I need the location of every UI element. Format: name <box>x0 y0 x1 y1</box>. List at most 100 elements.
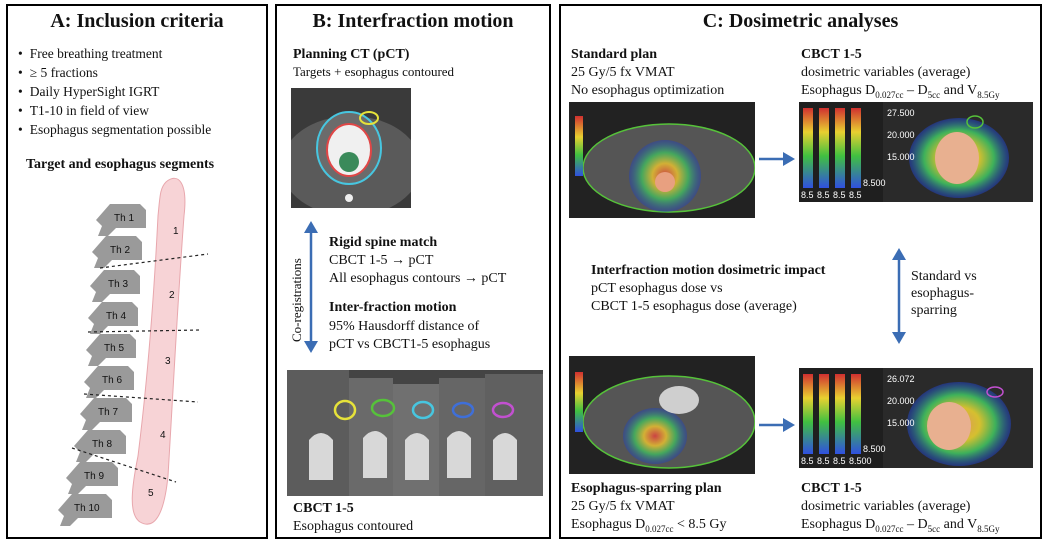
vertebra-label: Th 6 <box>102 375 122 386</box>
coreg-label: Co-registrations <box>289 258 304 342</box>
segments-title: Target and esophagus segments <box>26 157 215 172</box>
strip-value: 8.5 <box>801 456 814 466</box>
contour-cbct3 <box>411 400 435 420</box>
compare-double-arrow <box>892 248 906 344</box>
panel-a-title: A: Inclusion criteria <box>50 10 224 32</box>
sparing-plan-line-1: 25 Gy/5 fx VMAT <box>571 499 675 514</box>
arrow-right-bottom <box>759 418 795 432</box>
criteria-item: Esophagus segmentation possible <box>18 120 211 139</box>
cbct-bottom-title: CBCT 1-5 <box>801 481 862 496</box>
cbct-title: CBCT 1-5 <box>293 501 354 516</box>
cbct-bottom-metric: Esophagus D0.027cc – D5cc and V8.5Gy <box>801 517 1000 534</box>
panel-a: A: Inclusion criteria Free breathing tre… <box>6 4 268 539</box>
dose-strip <box>803 108 813 188</box>
panel-b-title: B: Interfraction motion <box>312 10 514 32</box>
segment-label: 3 <box>165 356 171 367</box>
vertebral-body <box>326 123 372 177</box>
dose-strip <box>851 108 861 188</box>
standard-plan-title: Standard plan <box>571 47 657 62</box>
legend-value: 20.000 <box>887 130 915 140</box>
vertebra-label: Th 7 <box>98 407 118 418</box>
rigid-spine-title: Rigid spine match <box>329 235 438 250</box>
vertebrae-column <box>58 204 146 526</box>
vertebra-label: Th 3 <box>108 279 128 290</box>
vertebra-shape <box>80 398 132 430</box>
strip-value: 8.5 <box>849 190 862 200</box>
motion-line-1: 95% Hausdorff distance of <box>329 319 480 334</box>
cbct-bottom-dose-image: 26.072 20.000 15.000 8.500 8.5 8.5 8.5 8… <box>799 368 1033 468</box>
strip-value: 8.5 <box>817 190 830 200</box>
vertebra-shape <box>88 302 138 334</box>
segment-divider <box>83 393 199 403</box>
panel-c: C: Dosimetric analyses Standard plan 25 … <box>559 4 1042 539</box>
dose-legend-bar <box>575 372 583 432</box>
segment-label: 4 <box>160 430 166 441</box>
rigid-line-1: CBCT 1-5 → pCT <box>329 253 434 268</box>
cbct-top-title: CBCT 1-5 <box>801 47 862 62</box>
vertebra-shape <box>84 366 134 398</box>
vertebra-label: Th 2 <box>110 245 130 256</box>
planning-ct-image <box>291 88 411 208</box>
standard-plan-dose-image <box>569 102 755 218</box>
legend-value: 8.500 <box>863 178 886 188</box>
vertebra-label: Th 9 <box>84 471 104 482</box>
cbct-bottom-line-1: dosimetric variables (average) <box>801 499 971 514</box>
dose-strip <box>819 374 829 454</box>
impact-line-1: pCT esophagus dose vs <box>591 281 723 296</box>
segment-divider <box>87 329 201 333</box>
legend-value: 26.072 <box>887 374 915 384</box>
segment-divider <box>71 447 177 483</box>
dose-strip <box>819 108 829 188</box>
dose-strip <box>835 374 845 454</box>
standard-plan-line-1: 25 Gy/5 fx VMAT <box>571 65 675 80</box>
cbct-top-line-1: dosimetric variables (average) <box>801 65 971 80</box>
motion-line-2: pCT vs CBCT1-5 esophagus <box>329 337 491 352</box>
planning-ct-title: Planning CT (pCT) <box>293 47 410 62</box>
vertebra-shape <box>92 236 142 268</box>
criteria-list: Free breathing treatment ≥ 5 fractions D… <box>18 44 211 139</box>
legend-value: 20.000 <box>887 396 915 406</box>
strip-value: 8.5 <box>801 190 814 200</box>
segment-label: 2 <box>169 290 175 301</box>
vertebra-shape <box>90 270 140 302</box>
contour-cbct1 <box>333 399 357 421</box>
legend-value: 27.500 <box>887 108 915 118</box>
vertebra-shape <box>66 462 118 494</box>
sparing-plan-dose-image <box>569 356 755 474</box>
contour-cbct4 <box>451 401 475 419</box>
dose-strip <box>851 374 861 454</box>
cbct-strip-image <box>287 370 543 496</box>
cbct-subtitle: Esophagus contoured <box>293 519 414 534</box>
motion-title: Inter-fraction motion <box>329 300 457 315</box>
criteria-item: Daily HyperSight IGRT <box>18 82 211 101</box>
vertebra-shape <box>58 494 112 526</box>
strip-value: 8.5 <box>833 190 846 200</box>
vertebra-label: Th 10 <box>74 503 100 514</box>
planning-ct-subtitle: Targets + esophagus contoured <box>293 64 455 79</box>
esophagus-shape <box>131 177 186 525</box>
legend-value: 8.500 <box>863 444 886 454</box>
criteria-item: ≥ 5 fractions <box>18 63 211 82</box>
strip-value: 8.5 <box>833 456 846 466</box>
arrow-right-top <box>759 152 795 166</box>
impact-line-2: CBCT 1-5 esophagus dose (average) <box>591 299 797 314</box>
vertebra-shape <box>74 430 126 462</box>
vertebra-label: Th 5 <box>104 343 124 354</box>
cbct-top-dose-image: 27.500 20.000 15.000 8.500 8.5 8.5 8.5 8… <box>799 102 1033 202</box>
vertebra-shape <box>96 204 146 236</box>
strip-value: 8.5 <box>817 456 830 466</box>
vertebra-label: Th 8 <box>92 439 112 450</box>
strip-value: 8.500 <box>849 456 872 466</box>
vertebra-label: Th 4 <box>106 311 126 322</box>
target-contour <box>359 111 379 125</box>
dose-strip <box>835 108 845 188</box>
vertebra-shape <box>86 334 136 366</box>
contour-cbct2 <box>370 398 396 418</box>
legend-value: 15.000 <box>887 418 915 428</box>
impact-title: Interfraction motion dosimetric impact <box>591 263 826 278</box>
dose-strip <box>803 374 813 454</box>
compare-label: Standard vs esophagus- sparring <box>911 269 977 318</box>
segment-divider <box>99 253 209 269</box>
panel-b: B: Interfraction motion Planning CT (pCT… <box>275 4 551 539</box>
contour-cbct5 <box>491 401 515 419</box>
